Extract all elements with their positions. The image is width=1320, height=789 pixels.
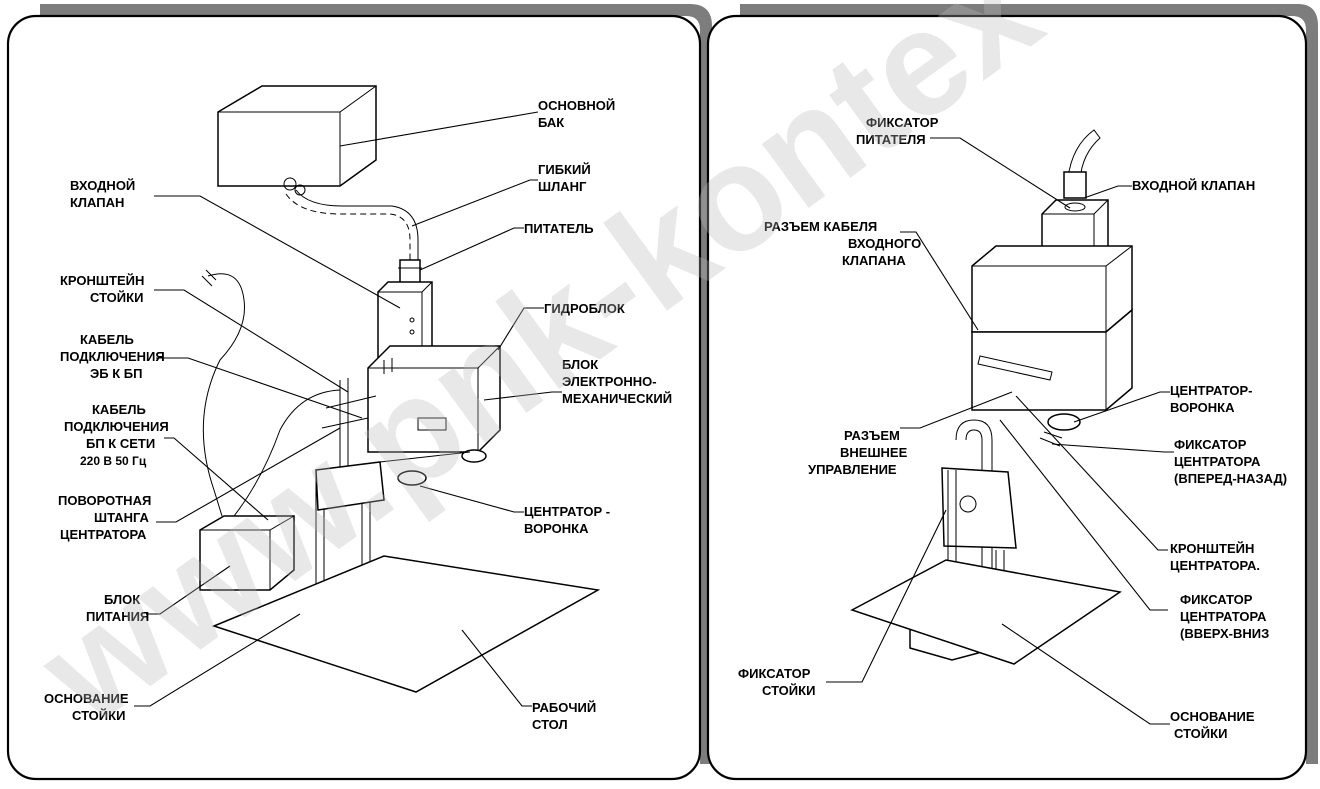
- label-worktable-2: СТОЛ: [532, 717, 568, 732]
- label-inlet-valve-2: КЛАПАН: [70, 195, 124, 210]
- power-supply-block: [199, 515, 295, 591]
- label-inlet-valve-right: ВХОДНОЙ КЛАПАН: [1132, 178, 1255, 193]
- label-centrator-2: ВОРОНКА: [524, 521, 589, 536]
- label-ext-ctrl-1: РАЗЪЕМ: [844, 428, 900, 443]
- label-lock-ud-1: ФИКСАТОР: [1180, 592, 1253, 607]
- main-tank: [217, 85, 377, 196]
- label-ext-ctrl-2: ВНЕШНЕЕ: [840, 445, 908, 460]
- base-plate-right: [850, 559, 1122, 665]
- centrator-funnel: [379, 449, 487, 486]
- label-psu-2: ПИТАНИЯ: [86, 609, 149, 624]
- label-feeder: ПИТАТЕЛЬ: [524, 221, 594, 236]
- electromechanical-block: [367, 345, 501, 453]
- label-cable-eb-1: КАБЕЛЬ: [80, 332, 134, 347]
- right-apparatus-illustration: [850, 129, 1133, 665]
- label-hydroblock: ГИДРОБЛОК: [544, 301, 625, 316]
- em-block-right: [971, 308, 1133, 411]
- label-centrator-1: ЦЕНТРАТОР -: [524, 504, 610, 519]
- label-stand-base-2: СТОЙКИ: [72, 708, 125, 723]
- label-cable-net-4: 220 В 50 Гц: [80, 454, 147, 468]
- flexible-hose: [285, 189, 419, 262]
- label-stand-lock-2: СТОЙКИ: [762, 683, 815, 698]
- right-leader-lines: [826, 137, 1174, 725]
- centrator-funnel-right: [1039, 413, 1081, 447]
- label-main-tank-2: БАК: [538, 115, 564, 130]
- label-centrator-r-1: ЦЕНТРАТОР-: [1170, 383, 1253, 398]
- label-centrator-bracket-2: ЦЕНТРАТОРА.: [1170, 558, 1260, 573]
- label-feeder-lock-1: ФИКСАТОР: [866, 115, 939, 130]
- label-lock-ud-2: ЦЕНТРАТОРА: [1180, 609, 1267, 624]
- label-stand-bracket-1: КРОНШТЕЙН: [60, 273, 144, 288]
- label-cable-net-1: КАБЕЛЬ: [92, 402, 146, 417]
- work-table: [211, 555, 601, 693]
- cables: [201, 269, 341, 517]
- left-labels: ОСНОВНОЙ БАК ГИБКИЙ ШЛАНГ ВХОДНОЙ КЛАПАН…: [44, 98, 672, 732]
- label-lock-fb-1: ФИКСАТОР: [1174, 437, 1247, 452]
- label-hose-2: ШЛАНГ: [538, 179, 587, 194]
- label-rot-rod-1: ПОВОРОТНАЯ: [58, 493, 151, 508]
- label-lock-fb-3: (ВПЕРЕД-НАЗАД): [1174, 471, 1287, 486]
- label-main-tank-1: ОСНОВНОЙ: [538, 98, 615, 113]
- label-ext-ctrl-3: УПРАВЛЕНИЕ: [808, 462, 897, 477]
- label-em-block-3: МЕХАНИЧЕСКИЙ: [562, 391, 672, 406]
- label-valve-conn-3: КЛАПАНА: [842, 253, 906, 268]
- label-centrator-bracket-1: КРОНШТЕЙН: [1170, 541, 1254, 556]
- label-valve-conn-1: РАЗЪЕМ КАБЕЛЯ: [764, 219, 877, 234]
- label-stand-base-r-1: ОСНОВАНИЕ: [1170, 709, 1255, 724]
- label-hose-1: ГИБКИЙ: [538, 162, 591, 177]
- label-centrator-r-2: ВОРОНКА: [1170, 400, 1235, 415]
- right-labels: ФИКСАТОР ПИТАТЕЛЯ ВХОДНОЙ КЛАПАН РАЗЪЕМ …: [738, 115, 1287, 741]
- label-lock-fb-2: ЦЕНТРАТОРА: [1174, 454, 1261, 469]
- label-cable-net-2: ПОДКЛЮЧЕНИЯ: [64, 419, 169, 434]
- left-apparatus-illustration: [199, 85, 601, 693]
- label-cable-eb-3: ЭБ К БП: [90, 366, 142, 381]
- left-leader-lines: [134, 111, 562, 707]
- label-valve-conn-2: ВХОДНОГО: [848, 236, 921, 251]
- label-stand-base-1: ОСНОВАНИЕ: [44, 691, 129, 706]
- label-cable-eb-2: ПОДКЛЮЧЕНИЯ: [60, 349, 165, 364]
- feeder-pipe: [1063, 129, 1101, 199]
- label-psu-1: БЛОК: [104, 592, 140, 607]
- label-rot-rod-3: ЦЕНТРАТОРА: [60, 527, 147, 542]
- label-em-block-2: ЭЛЕКТРОННО-: [562, 374, 657, 389]
- label-inlet-valve-1: ВХОДНОЙ: [70, 178, 135, 193]
- label-cable-net-3: БП К СЕТИ: [86, 436, 155, 451]
- label-lock-ud-3: (ВВЕРХ-ВНИЗ: [1180, 626, 1269, 641]
- label-worktable-1: РАБОЧИЙ: [532, 700, 596, 715]
- label-rot-rod-2: ШТАНГА: [94, 510, 150, 525]
- hydroblock-right: [971, 245, 1133, 333]
- label-stand-bracket-2: СТОЙКИ: [90, 290, 143, 305]
- label-em-block-1: БЛОК: [562, 357, 598, 372]
- label-stand-lock-1: ФИКСАТОР: [738, 666, 811, 681]
- label-feeder-lock-2: ПИТАТЕЛЯ: [856, 132, 926, 147]
- label-stand-base-r-2: СТОЙКИ: [1174, 726, 1227, 741]
